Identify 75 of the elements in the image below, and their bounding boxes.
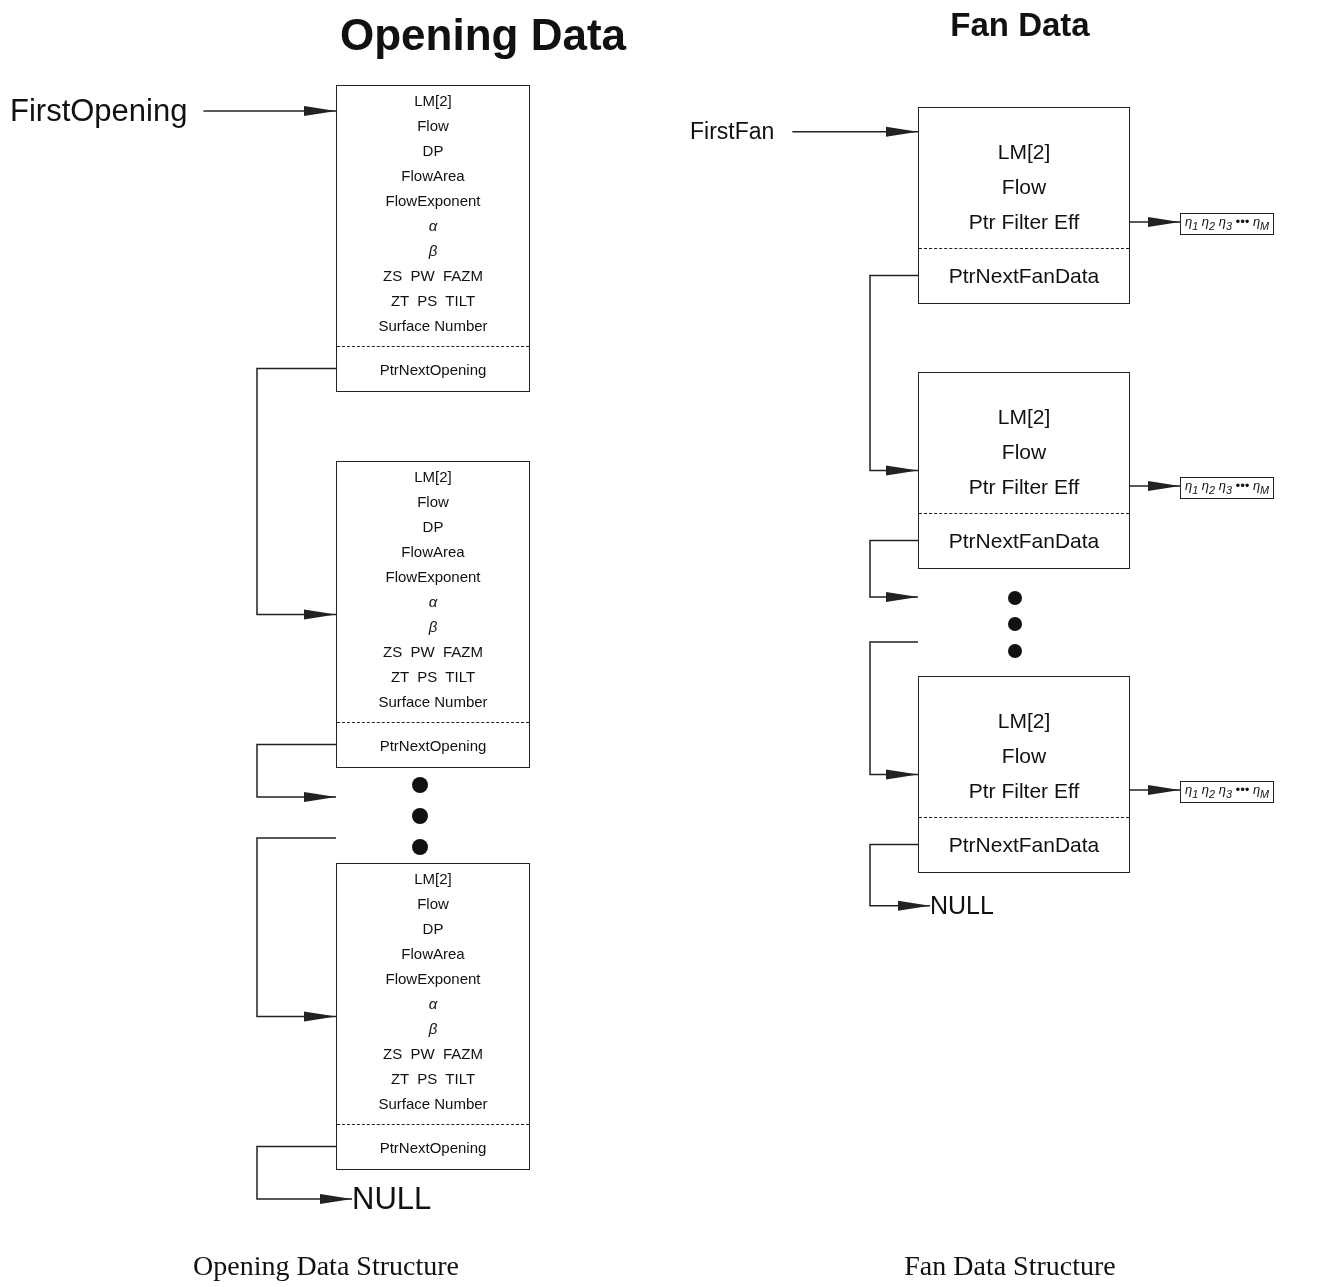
pointer-name: NULL: [930, 892, 994, 920]
field-label: Ptr Filter Eff: [968, 474, 1080, 500]
field-label: Flow: [1001, 743, 1047, 769]
arrow: [869, 843, 931, 911]
pointer-label: PtrNextFanData: [948, 264, 1100, 288]
pointer-label: PtrNextOpening: [379, 1138, 487, 1156]
pointer-label: PtrNextOpening: [379, 360, 487, 378]
field-label: FlowExponent: [385, 191, 481, 211]
field-label: FlowArea: [401, 542, 465, 562]
figure-caption: Opening Data Structure: [193, 1250, 459, 1282]
field-label: ZT PS TILT: [390, 1069, 476, 1089]
section-heading: Opening Data: [340, 10, 626, 60]
field-label: β: [428, 1019, 438, 1039]
pointer-label: PtrNextOpening: [379, 736, 487, 754]
field-label: ZS PW FAZM: [383, 1044, 483, 1064]
field-label: Flow: [417, 492, 449, 512]
field-label: FlowExponent: [385, 567, 481, 587]
record-box: [918, 107, 1130, 304]
field-label: FlowArea: [401, 944, 465, 964]
field-label: β: [428, 241, 438, 261]
efficiency-array-box: η$_{1}$ η$_{2}$ η$_{3}$ ••• η$_{M}$: [1180, 213, 1275, 235]
field-label: LM[2]: [997, 139, 1051, 165]
field-label: LM[2]: [414, 467, 452, 487]
record-box: [336, 85, 530, 392]
arrow: [256, 367, 338, 620]
field-label: ZT PS TILT: [390, 667, 476, 687]
arrow: [1129, 217, 1181, 227]
figure-caption: Fan Data Structure: [904, 1250, 1116, 1282]
field-label: ZS PW FAZM: [383, 642, 483, 662]
field-label: Flow: [1001, 174, 1047, 200]
field-label: Flow: [1001, 439, 1047, 465]
pointer-name: FirstFan: [690, 119, 793, 145]
field-label: Flow: [417, 116, 449, 136]
field-label: α: [428, 216, 438, 236]
field-label: FlowExponent: [385, 969, 481, 989]
arrow: [869, 539, 920, 602]
field-label: Surface Number: [378, 316, 488, 336]
record-box: [918, 676, 1130, 873]
arrow: [791, 126, 919, 137]
section-heading: Fan Data: [950, 6, 1090, 44]
efficiency-array-box: η$_{1}$ η$_{2}$ η$_{3}$ ••• η$_{M}$: [1180, 781, 1275, 803]
arrow: [256, 1145, 353, 1205]
field-label: ZT PS TILT: [390, 291, 476, 311]
field-label: Surface Number: [378, 1094, 488, 1114]
record-box: [336, 863, 530, 1170]
field-label: LM[2]: [414, 91, 452, 111]
record-box: [336, 461, 530, 768]
field-label: DP: [422, 517, 444, 537]
arrow: [869, 641, 919, 780]
field-label: α: [428, 592, 438, 612]
field-label: α: [428, 994, 438, 1014]
field-label: FlowArea: [401, 166, 465, 186]
pointer-name: NULL: [352, 1182, 432, 1217]
field-label: Surface Number: [378, 692, 488, 712]
field-label: DP: [422, 919, 444, 939]
field-label: LM[2]: [997, 404, 1051, 430]
pointer-label: PtrNextFanData: [948, 833, 1100, 857]
field-label: Ptr Filter Eff: [968, 778, 1080, 804]
arrow: [869, 274, 920, 476]
arrow: [1129, 481, 1181, 491]
field-label: ZS PW FAZM: [383, 266, 483, 286]
record-box: [918, 372, 1130, 569]
field-label: Flow: [417, 894, 449, 914]
field-label: DP: [422, 141, 444, 161]
efficiency-array-box: η$_{1}$ η$_{2}$ η$_{3}$ ••• η$_{M}$: [1180, 477, 1275, 499]
field-label: LM[2]: [997, 708, 1051, 734]
field-label: LM[2]: [414, 869, 452, 889]
arrow: [256, 743, 338, 802]
arrow: [256, 837, 337, 1022]
arrow: [1129, 785, 1181, 795]
pointer-name: FirstOpening: [10, 94, 204, 129]
pointer-label: PtrNextFanData: [948, 529, 1100, 553]
field-label: β: [428, 617, 438, 637]
arrow: [202, 106, 337, 117]
field-label: Ptr Filter Eff: [968, 209, 1080, 235]
